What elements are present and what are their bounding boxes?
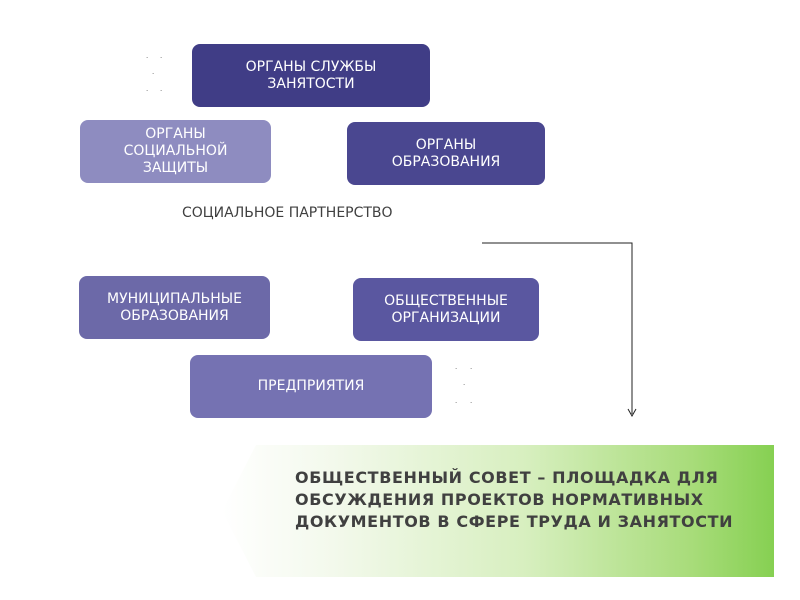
decorative-speck: · [146,87,149,95]
public-council-banner [222,445,774,577]
box-education-bodies: ОРГАНЫ ОБРАЗОВАНИЯ [347,122,545,185]
box-social-protection: ОРГАНЫ СОЦИАЛЬНОЙ ЗАЩИТЫ [80,120,271,183]
decorative-speck: · [146,54,149,62]
box-municipal-formations: МУНИЦИПАЛЬНЫЕ ОБРАЗОВАНИЯ [79,276,270,339]
box-public-organizations: ОБЩЕСТВЕННЫЕ ОРГАНИЗАЦИИ [353,278,539,341]
decorative-speck: · [463,381,466,389]
box-enterprises: ПРЕДПРИЯТИЯ [190,355,432,418]
decorative-speck: · [160,54,163,62]
decorative-speck: · [160,87,163,95]
box-employment-service: ОРГАНЫ СЛУЖБЫ ЗАНЯТОСТИ [192,44,430,107]
decorative-speck: · [152,70,155,78]
decorative-speck: · [470,365,473,373]
decorative-speck: · [455,365,458,373]
social-partnership-label: СОЦИАЛЬНОЕ ПАРТНЕРСТВО [182,205,393,221]
public-council-text: ОБЩЕСТВЕННЫЙ СОВЕТ – ПЛОЩАДКА ДЛЯ ОБСУЖД… [295,468,734,531]
decorative-speck: · [470,399,473,407]
decorative-speck: · [455,399,458,407]
